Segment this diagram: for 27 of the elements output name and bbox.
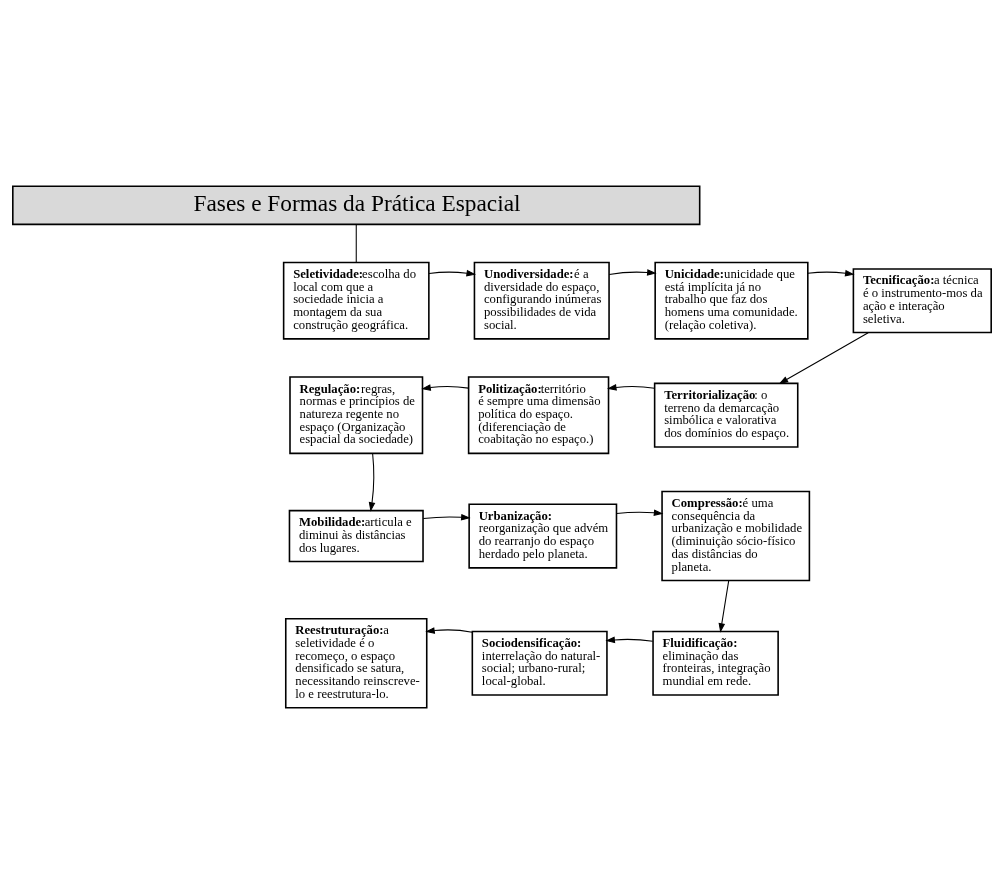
node-box: Seletividade:escolha do local com que a sociedade inicia a montagem da sua construção geográfica. xyxy=(282,261,430,340)
node-box: Unodiversidade:é a diversidade do espaço, configurando inúmeras possibilidades de vida social. xyxy=(473,261,610,340)
node-box: Politização:território é sempre uma dimensão política do espaço. (diferenciação de coabitação no espaço.) xyxy=(467,375,610,454)
arrow xyxy=(718,579,730,633)
node-box: Fases e Formas da Prática Espacial xyxy=(12,184,701,225)
arrow xyxy=(425,626,473,634)
arrow xyxy=(421,383,470,391)
node-box: Reestruturação:a seletividade é o recomeço, o espaço densificado se satura, necessitando reinscreve-lo e reestrutura-lo. xyxy=(284,617,428,709)
node-box: Tecnificação:a técnica é o instrumento-mos da ação e interação seletiva. xyxy=(852,267,992,333)
arrow xyxy=(606,383,656,391)
node-box: Unicidade:unicidade que está implícita já no trabalho que faz dos homens uma comunidade. (relação coletiva). xyxy=(654,261,809,340)
arrow xyxy=(422,513,471,521)
node-box: Regulação:regras, normas e princípios de natureza regente no espaço (Organização espacial da sociedade) xyxy=(289,375,424,454)
node-box: Territorialização: o terreno da demarcação simbólica e valorativa dos domínios do espaço. xyxy=(653,382,799,448)
arrow xyxy=(616,508,664,516)
node-box: Fluidificação: eliminação das fronteiras, integração mundial em rede. xyxy=(652,630,779,696)
arrow xyxy=(807,269,855,276)
arrow xyxy=(605,636,654,643)
node-box: Compressão:é uma consequência da urbanização e mobilidade (diminuição sócio-físico das distâncias do planeta. xyxy=(661,490,811,581)
arrow xyxy=(608,268,657,276)
arrow xyxy=(778,331,869,384)
connector xyxy=(355,223,357,263)
node-box: Mobilidade:articula e diminui às distâncias dos lugares. xyxy=(288,509,424,562)
arrow xyxy=(368,452,376,512)
node-box: Sociodensificação: interrelação do natural-social; urbano-rural; local-global. xyxy=(471,630,608,696)
arrow xyxy=(428,269,476,276)
node-box: Urbanização: reorganização que advém do rearranjo do espaço herdado pelo planeta. xyxy=(468,502,618,569)
